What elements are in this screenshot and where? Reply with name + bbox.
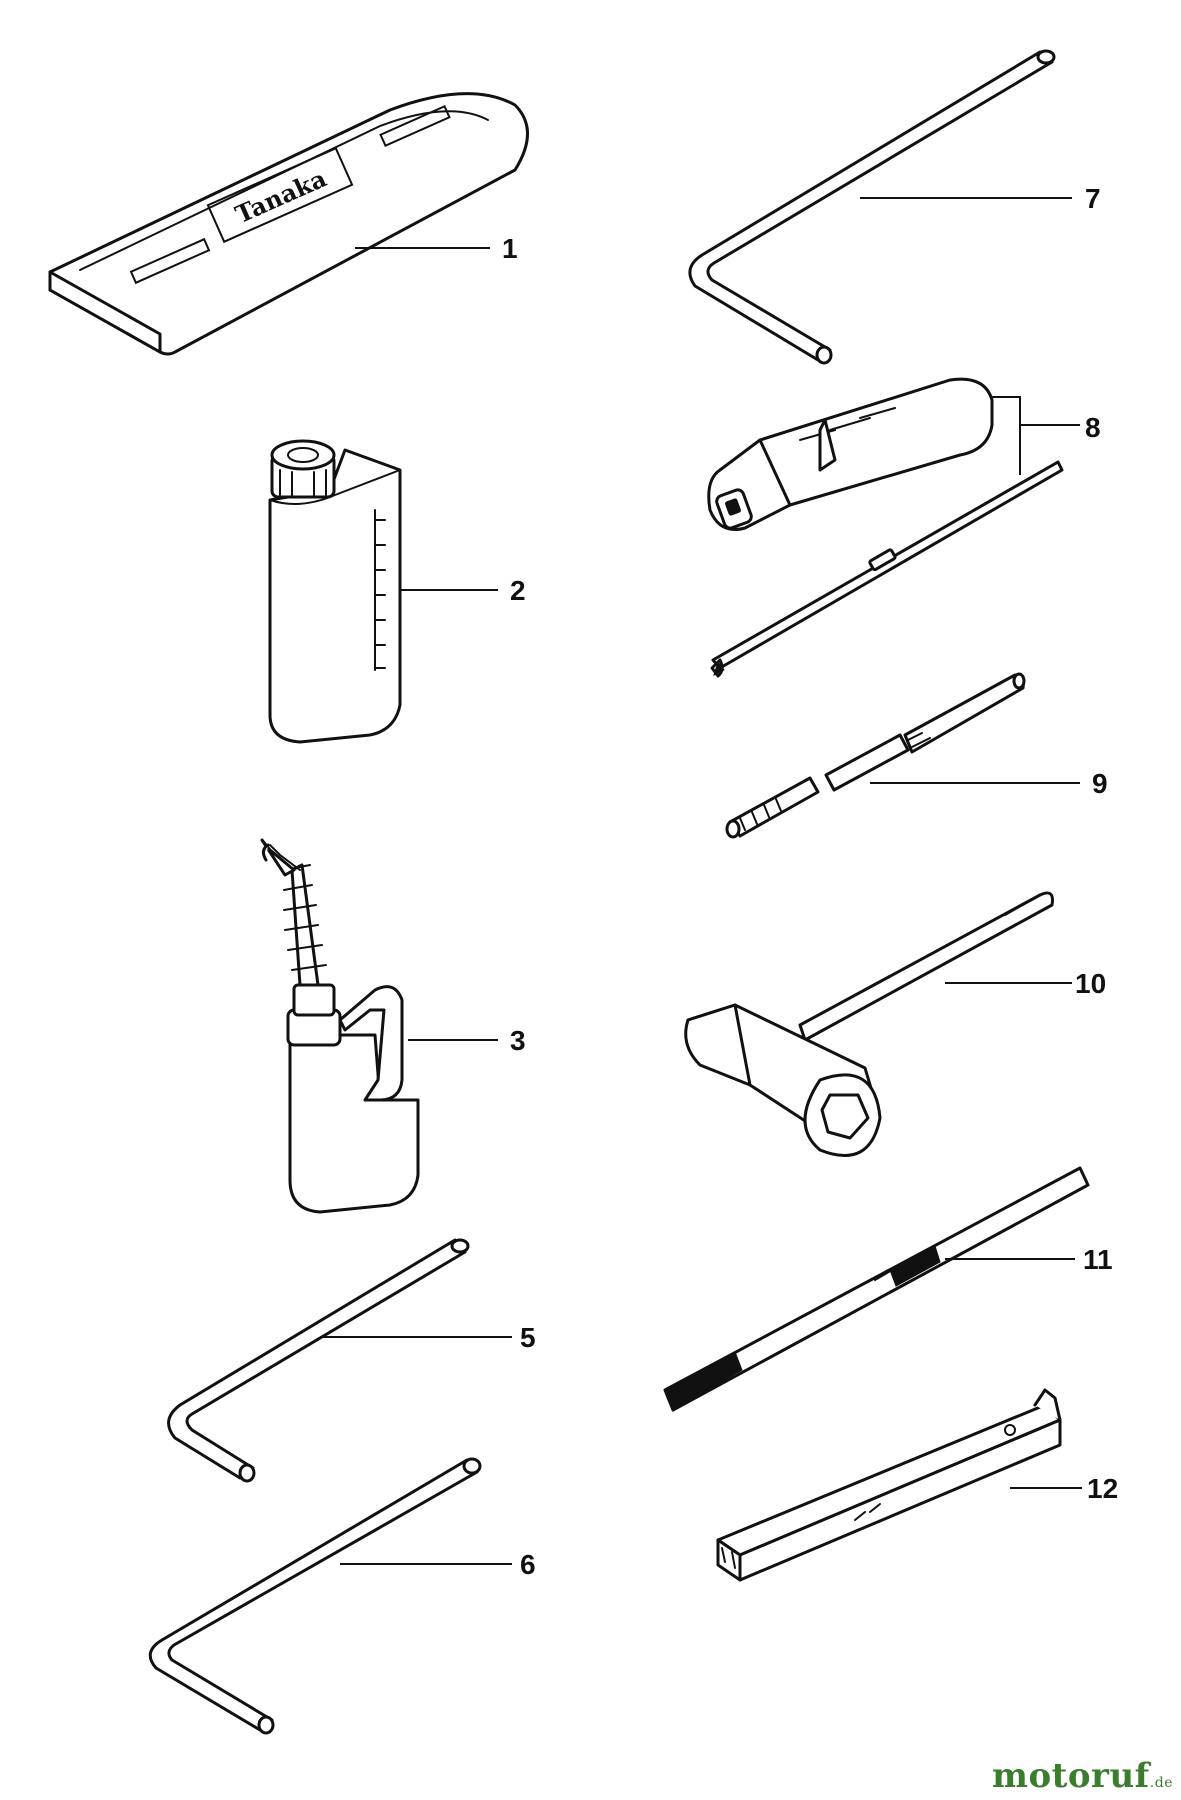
watermark-logo: motoruf.de xyxy=(992,1756,1173,1796)
callout-5: 5 xyxy=(520,1322,536,1353)
callout-9: 9 xyxy=(1092,768,1108,799)
callout-7: 7 xyxy=(1085,183,1101,214)
callout-6: 6 xyxy=(520,1549,536,1580)
callout-3: 3 xyxy=(510,1025,526,1056)
callout-11: 11 xyxy=(1083,1244,1113,1275)
callout-12: 12 xyxy=(1087,1473,1118,1504)
part-9-file-rod xyxy=(725,672,1026,839)
callout-10: 10 xyxy=(1075,968,1106,999)
part-2-measuring-bottle xyxy=(268,439,402,744)
part-11-flat-file xyxy=(663,1166,1090,1412)
part-7-hex-key xyxy=(688,49,1056,365)
leader-8 xyxy=(990,396,1080,475)
watermark-name: motoruf xyxy=(992,1756,1150,1796)
callout-8: 8 xyxy=(1085,412,1101,443)
part-6-hex-key xyxy=(148,1457,482,1735)
part-12-depth-gauge xyxy=(716,1388,1062,1582)
part-5-hex-key xyxy=(167,1238,470,1483)
callout-2: 2 xyxy=(510,575,526,606)
part-3-grease-gun xyxy=(260,838,420,1214)
part-8-screwdriver xyxy=(707,377,1064,678)
callout-1: 1 xyxy=(502,233,518,264)
part-10-spark-plug-wrench xyxy=(684,891,1054,1158)
watermark-tld: .de xyxy=(1149,1775,1173,1791)
part-1-bar-cover: Tanaka xyxy=(48,92,529,356)
